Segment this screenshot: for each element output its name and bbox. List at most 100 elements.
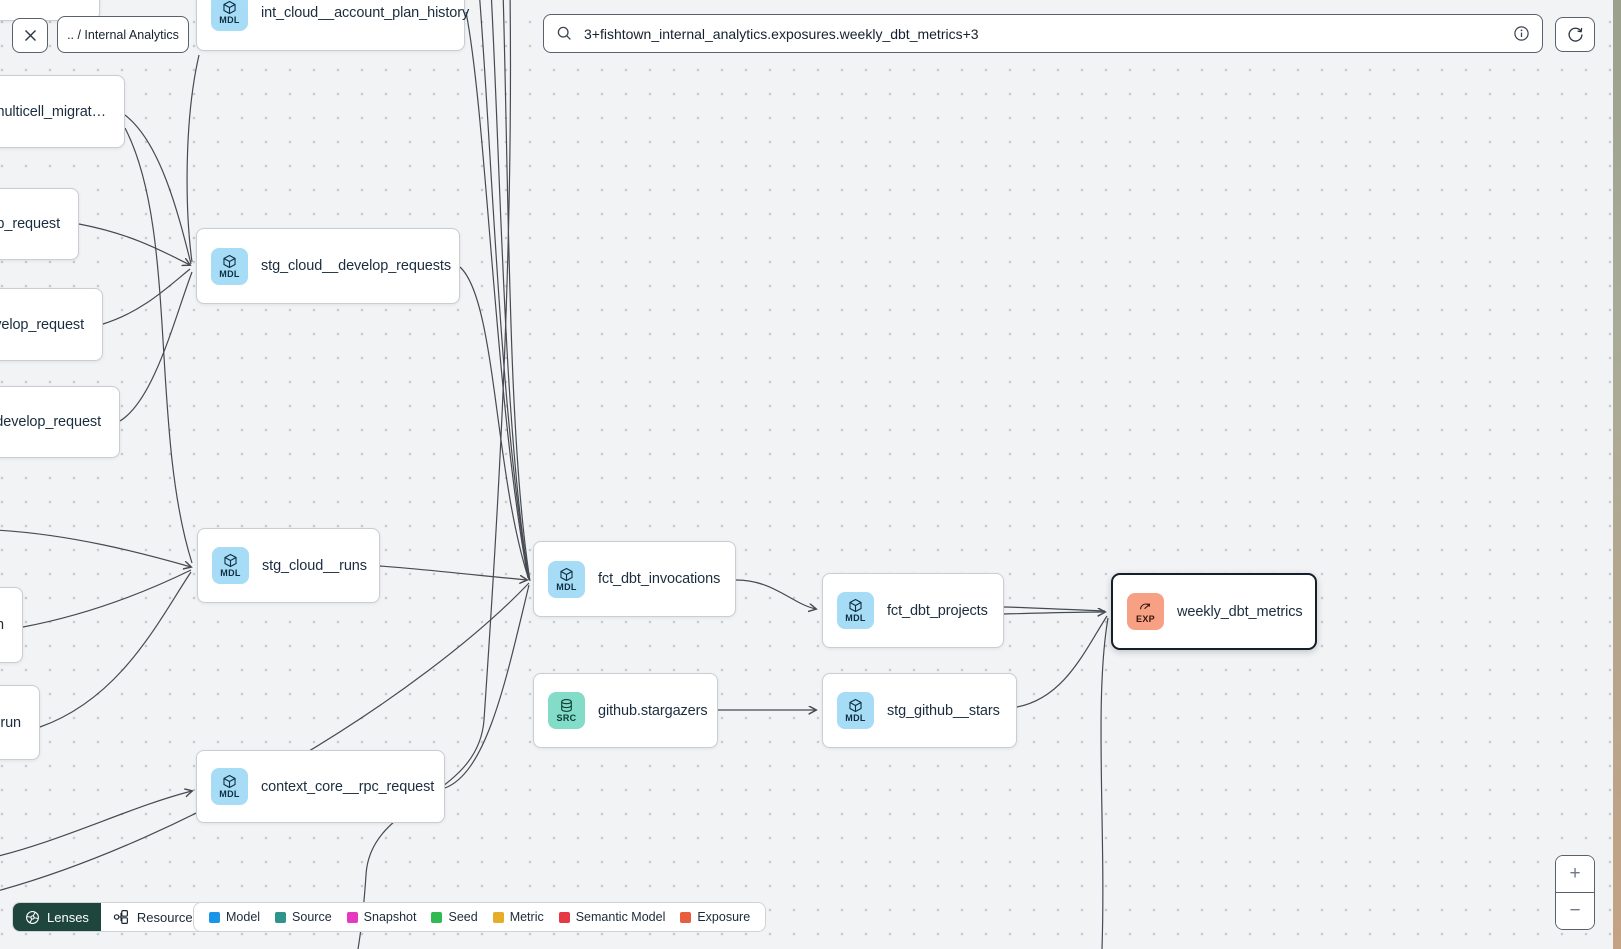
graph-node-velop_request[interactable]: velop_request — [0, 288, 103, 361]
legend-swatch — [346, 911, 358, 923]
cube-icon — [849, 698, 862, 713]
cube-icon — [849, 598, 862, 613]
refresh-icon — [1567, 27, 1583, 42]
gauge-icon — [1139, 603, 1151, 610]
legend-item-seed: Seed — [431, 910, 478, 924]
graph-node-stg_cloud__develop_requests[interactable]: MDL stg_cloud__develop_requests — [196, 228, 460, 304]
node-label: p_request — [0, 216, 60, 232]
legend-label: Model — [226, 910, 261, 924]
legend-swatch — [492, 911, 504, 923]
legend-item-semantic-model: Semantic Model — [558, 910, 666, 924]
lineage-edge — [119, 271, 193, 422]
graph-node-develop_request[interactable]: .develop_request — [0, 386, 120, 458]
lineage-edge — [502, 0, 531, 582]
breadcrumb-label: .. / Internal Analytics — [67, 27, 179, 42]
lineage-search-bar — [543, 14, 1543, 53]
graph-node-stg_github__stars[interactable]: MDL stg_github__stars — [822, 673, 1017, 748]
cube-icon — [223, 254, 236, 268]
legend-item-model: Model — [209, 910, 260, 924]
lineage-edge — [0, 582, 530, 891]
lineage-edge — [0, 791, 192, 857]
close-icon — [24, 30, 36, 41]
search-input[interactable] — [582, 24, 1504, 43]
legend-label: Seed — [448, 910, 478, 924]
close-lineage-button[interactable] — [12, 18, 48, 53]
legend-swatch — [209, 911, 220, 923]
graph-node-stg_cloud__runs[interactable]: MDL stg_cloud__runs — [197, 528, 380, 603]
legend-swatch — [431, 911, 443, 923]
legend-label: Snapshot — [363, 910, 417, 924]
plus-icon: + — [1569, 863, 1581, 884]
node-label: stg_cloud__runs — [262, 557, 367, 574]
node-label: fct_dbt_projects — [887, 602, 988, 619]
zoom-in-button[interactable]: + — [1556, 856, 1594, 893]
legend-swatch — [558, 911, 570, 923]
lineage-edge — [1100, 617, 1109, 949]
model-badge: MDL — [212, 547, 249, 584]
lenses-label: Lenses — [47, 909, 89, 925]
zoom-out-button[interactable]: − — [1556, 893, 1594, 929]
badge-label: MDL — [845, 713, 866, 723]
resource-graph-icon — [113, 910, 128, 925]
lineage-edge — [357, 0, 512, 949]
lineage-edge — [186, 54, 200, 263]
node-label: stg_github__stars — [887, 702, 1000, 719]
legend-item-source: Source — [275, 910, 332, 924]
info-icon[interactable] — [1513, 25, 1530, 42]
lineage-edge — [735, 579, 816, 609]
badge-label: MDL — [219, 789, 240, 799]
graph-node-run_node[interactable]: .run — [0, 685, 40, 760]
node-label: github.stargazers — [598, 702, 708, 719]
database-icon — [561, 699, 572, 712]
node-label: context_core__rpc_request — [261, 778, 435, 795]
badge-label: MDL — [220, 568, 241, 578]
lenses-button[interactable]: Lenses — [13, 903, 101, 931]
lineage-edge — [0, 529, 191, 567]
node-label: stg_cloud__develop_requests — [261, 258, 451, 274]
model-badge: MDL — [211, 0, 248, 31]
badge-label: MDL — [219, 268, 240, 279]
lineage-edge — [78, 223, 190, 265]
node-label: weekly_dbt_metrics — [1177, 603, 1303, 620]
lineage-edge — [39, 571, 192, 728]
node-label: multicell_migrat… — [0, 103, 106, 120]
desktop-edge-strip — [1613, 0, 1621, 949]
model-badge: MDL — [211, 247, 248, 285]
graph-node-snapshot_daily[interactable]: snapshot_daily — [0, 0, 100, 21]
badge-label: EXP — [1136, 614, 1155, 624]
zoom-controls: + − — [1555, 855, 1595, 930]
breadcrumb[interactable]: .. / Internal Analytics — [57, 16, 189, 53]
lineage-edge — [1003, 612, 1105, 614]
node-label: n — [0, 617, 4, 633]
legend-label: Semantic Model — [575, 910, 666, 924]
badge-label: SRC — [556, 713, 577, 723]
graph-node-n_node[interactable]: n — [0, 587, 23, 663]
lineage-edge — [102, 268, 191, 325]
cube-icon — [560, 567, 573, 581]
model-badge: MDL — [211, 768, 248, 805]
graph-node-context_core__rpc_request[interactable]: MDL context_core__rpc_request — [196, 750, 445, 823]
minus-icon: − — [1569, 900, 1581, 921]
lineage-edge — [379, 565, 527, 580]
legend-item-snapshot: Snapshot — [346, 910, 417, 924]
model-badge: MDL — [837, 692, 874, 729]
graph-node-weekly_dbt_metrics[interactable]: EXP weekly_dbt_metrics — [1111, 573, 1317, 650]
graph-node-github.stargazers[interactable]: SRC github.stargazers — [533, 673, 718, 748]
node-label: velop_request — [0, 316, 84, 333]
cube-icon — [224, 553, 237, 568]
legend-swatch — [680, 911, 692, 923]
refresh-lineage-button[interactable] — [1555, 17, 1595, 52]
graph-node-p_request[interactable]: p_request — [0, 188, 79, 260]
legend-label: Exposure — [697, 910, 751, 924]
node-label: fct_dbt_invocations — [598, 571, 721, 587]
node-label: .run — [0, 714, 21, 731]
badge-label: MDL — [219, 15, 240, 25]
graph-node-multicell_migrat[interactable]: multicell_migrat… — [0, 75, 125, 148]
lineage-edge — [444, 584, 530, 789]
lineage-edge — [124, 114, 192, 265]
